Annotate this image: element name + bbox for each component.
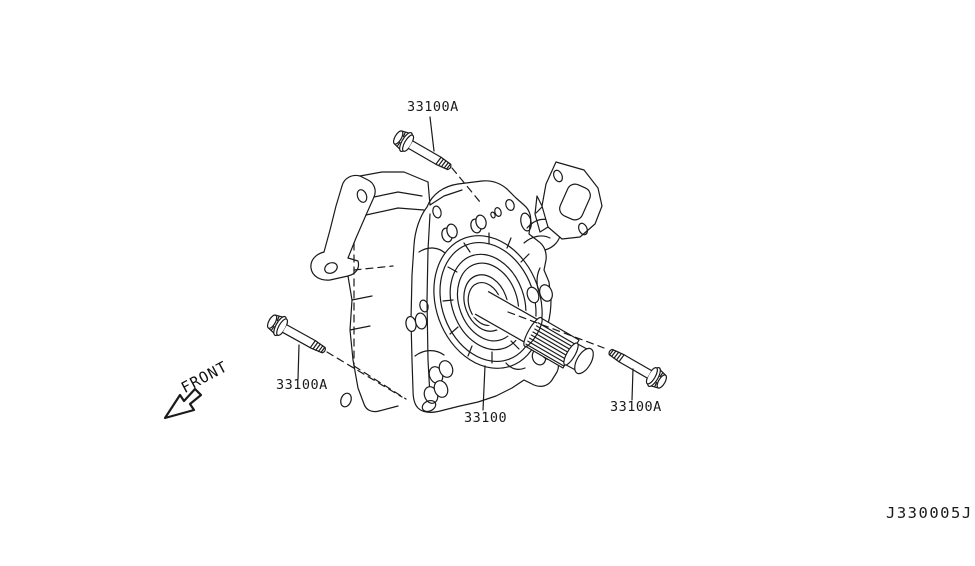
bolt-left-axis-dashed	[326, 351, 403, 398]
companion-flange	[523, 161, 603, 251]
leader-bolt-top	[429, 116, 435, 152]
output-shaft	[472, 288, 594, 375]
leader-bolt-left	[297, 344, 300, 380]
mount-bolt-top	[389, 126, 457, 178]
figure-code: J330005J	[886, 504, 973, 522]
bolt-top-axis-dashed	[451, 167, 481, 203]
mount-bolt-left	[263, 310, 331, 361]
callout-leader-lines	[297, 116, 634, 411]
hidden-edge-dashed-lines	[326, 167, 605, 400]
leader-transfer-assembly	[482, 365, 486, 411]
part-callout-bolt-left[interactable]: 33100A	[276, 377, 328, 393]
bolt-right-axis-dashed	[507, 311, 605, 349]
part-callout-bolt-right[interactable]: 33100A	[610, 399, 662, 415]
mount-bolt-right	[603, 341, 671, 393]
part-callout-bolt-top[interactable]: 33100A	[407, 99, 459, 115]
shaft-splines	[525, 322, 577, 367]
bearing-rib-spokes	[442, 232, 530, 364]
rear-housing	[310, 171, 429, 413]
front-direction-arrow-icon	[163, 387, 203, 420]
leader-bolt-right	[631, 368, 634, 401]
part-callout-transfer-assembly[interactable]: 33100	[464, 410, 508, 426]
bearing-bore-rings	[433, 232, 543, 369]
